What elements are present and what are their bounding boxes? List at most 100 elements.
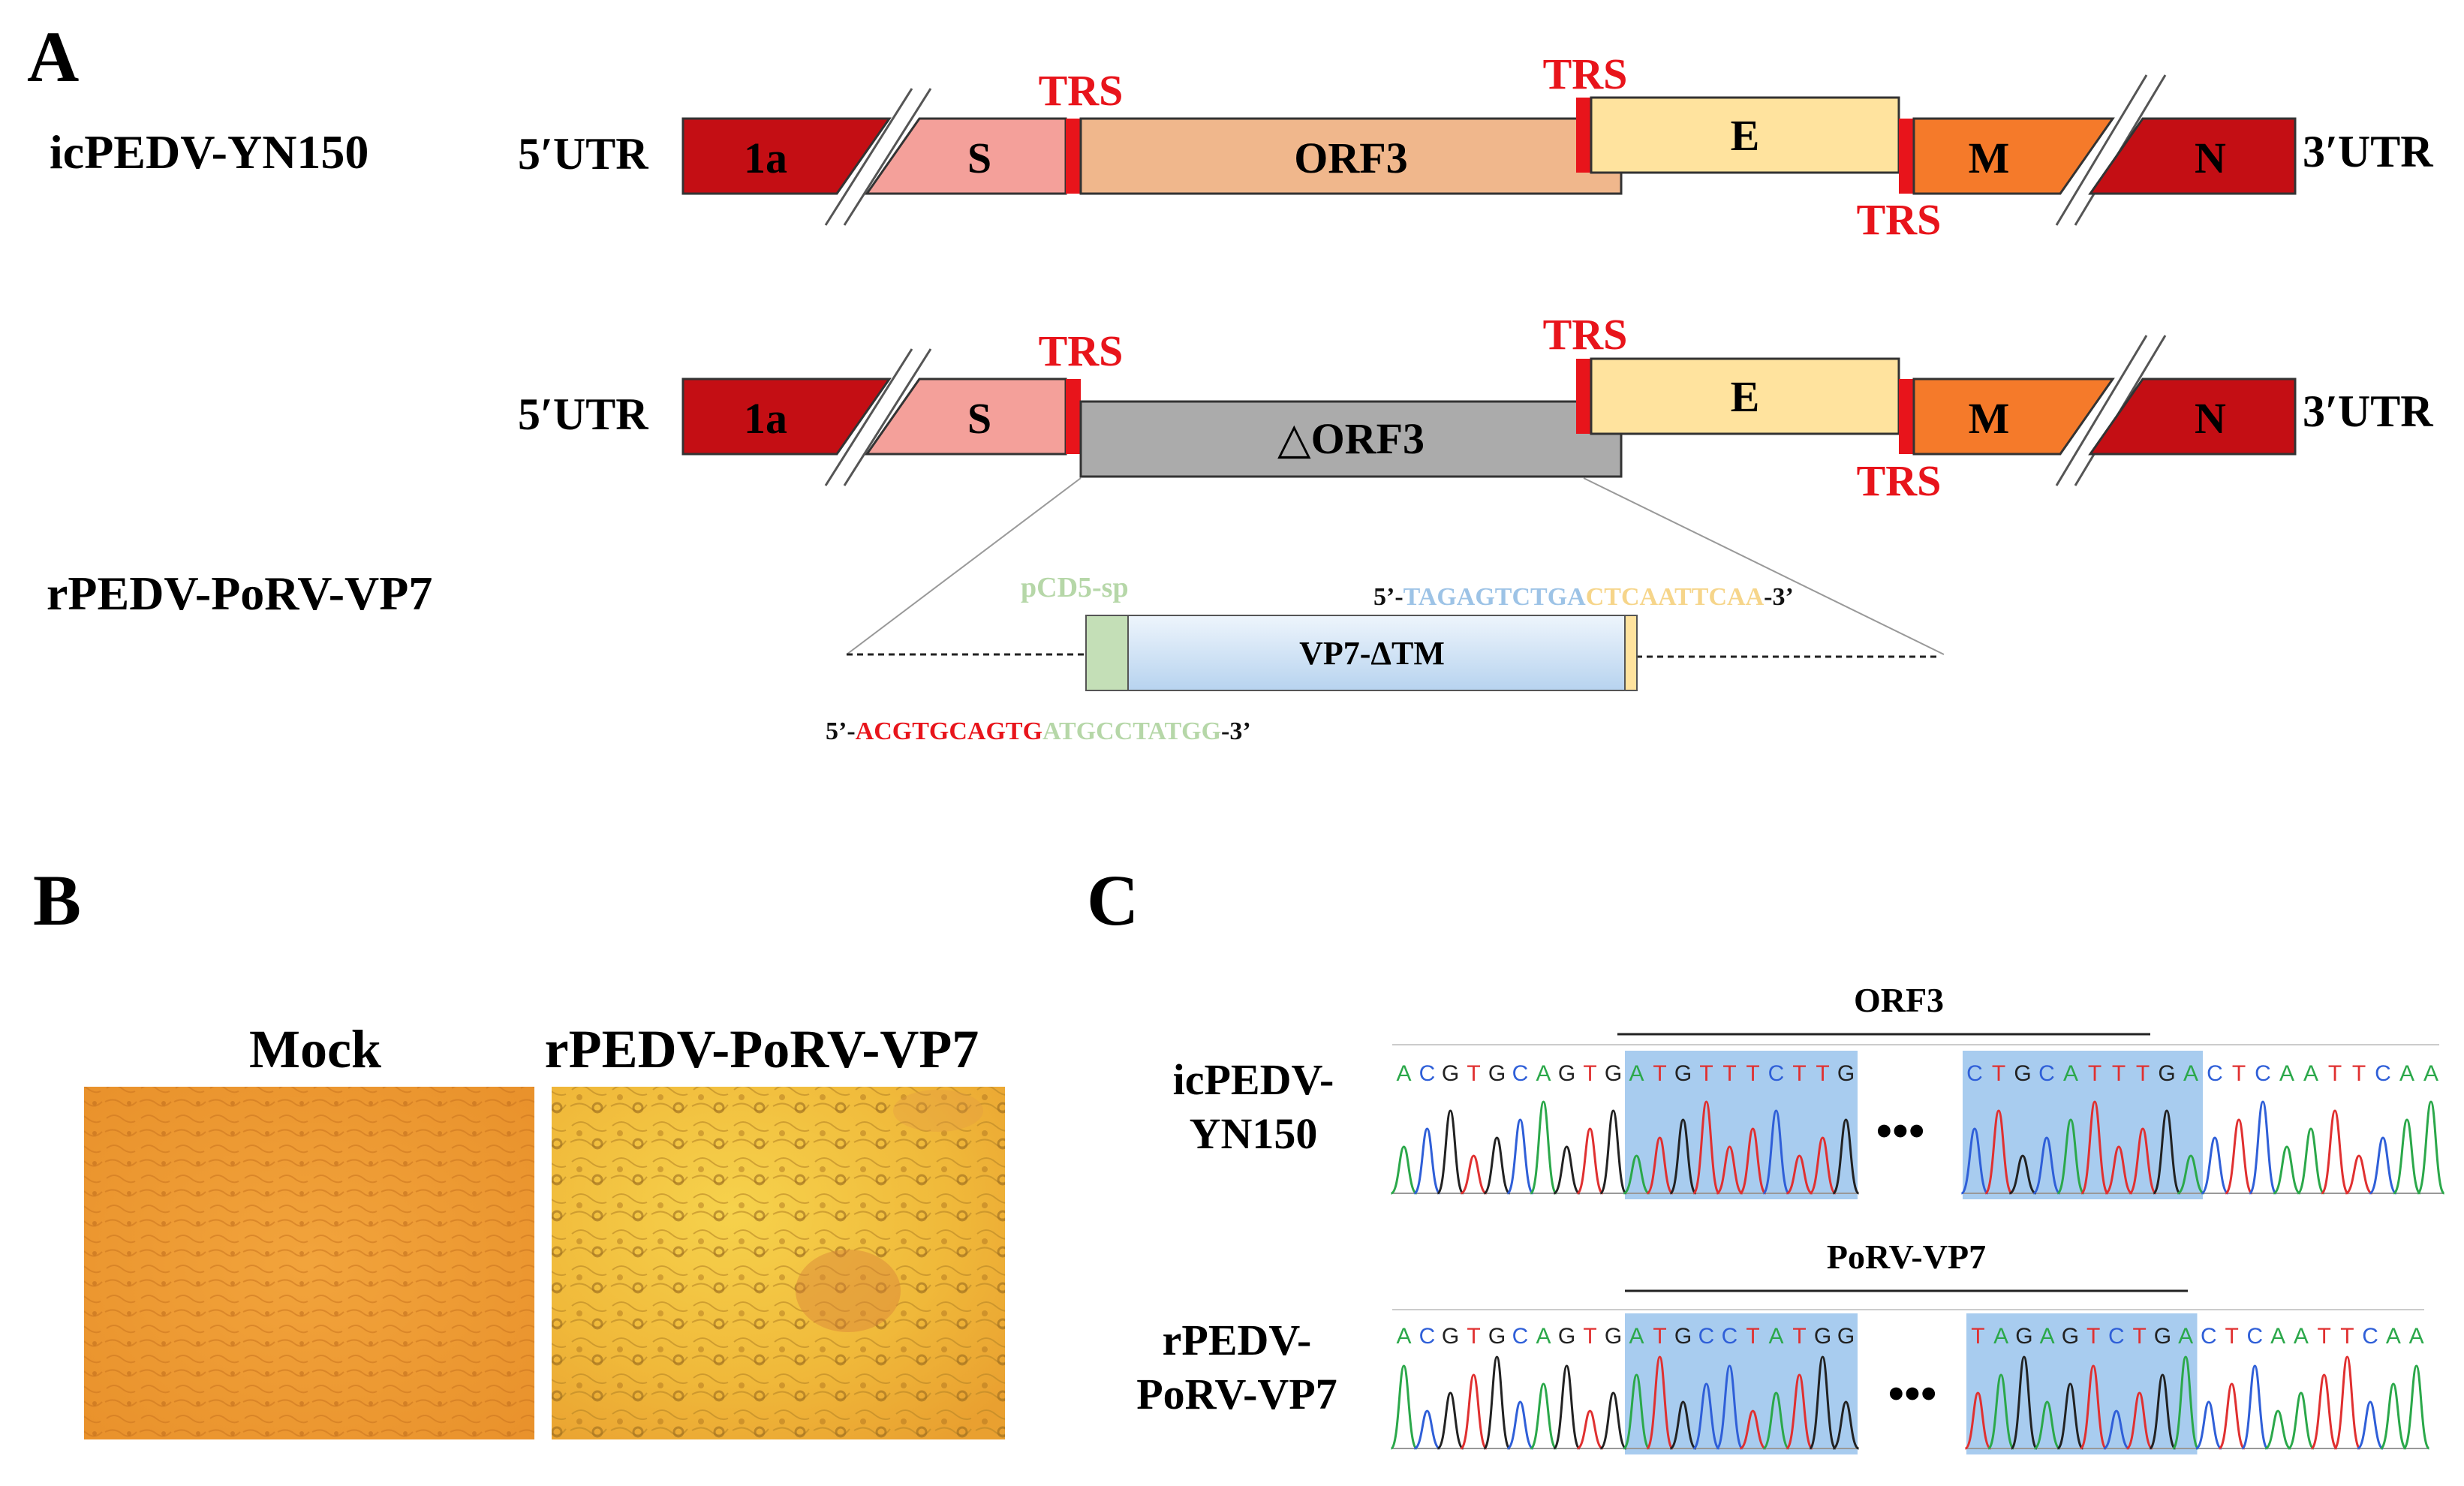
base-letter: A [2063, 1061, 2078, 1086]
base-letter: T [2328, 1061, 2342, 1086]
base-letter: T [2086, 1324, 2100, 1349]
trace-peak [1413, 1409, 1441, 1450]
trace-peak [1553, 1145, 1581, 1195]
trace-peak [1506, 1400, 1534, 1450]
trace-peak [2032, 1136, 2061, 1195]
base-letter: C [1722, 1324, 1738, 1349]
trace-peak [1389, 1364, 1419, 1450]
row3-construct-name: rPEDV-PoRV-VP7 [47, 567, 432, 620]
trace-peak [2369, 1136, 2397, 1195]
gene-1a-label: 1a [744, 394, 787, 443]
trace-peak [1622, 1373, 1651, 1450]
utr5-label: 5′UTR [518, 390, 648, 439]
trace-peak [1716, 1145, 1743, 1195]
trace-peak [1786, 1154, 1813, 1195]
gene-m-box [1912, 378, 2115, 456]
gene-e-label: E [1731, 111, 1760, 160]
trace-peak [2033, 1400, 2061, 1450]
base-letter: C [1966, 1061, 1983, 1086]
base-letter: A [2279, 1061, 2294, 1086]
trace-peak [2248, 1100, 2278, 1195]
base-letter: G [1814, 1324, 1831, 1349]
base-letter: T [1467, 1061, 1480, 1086]
gene-orf3-box [1079, 117, 1623, 195]
trace-peak [2008, 1154, 2037, 1195]
trs-label: TRS [1543, 50, 1628, 98]
gene-1a-box [681, 378, 892, 456]
base-letter: G [1837, 1324, 1855, 1349]
trace-peak [2224, 1118, 2254, 1195]
primer-top: 5’-TAGAGTCTGACTCAATTCAA-3’ [1373, 583, 1794, 611]
break-mark [843, 348, 932, 486]
virus-title: rPEDV-PoRV-VP7 [545, 1019, 979, 1079]
trace-peak [1623, 1154, 1650, 1195]
base-letter: G [1488, 1324, 1506, 1349]
base-letter: A [2303, 1061, 2318, 1086]
base-letter: A [1396, 1061, 1411, 1086]
base-letter: A [2399, 1061, 2414, 1086]
trace-peak [2264, 1409, 2291, 1450]
trace-peak [1738, 1127, 1768, 1195]
break-mark [843, 88, 932, 226]
base-letter: C [2255, 1061, 2271, 1086]
gene-n-label: N [2195, 134, 2226, 182]
trace-peak [2056, 1118, 2086, 1195]
trace1-label-line1: icPEDV- [1173, 1055, 1334, 1104]
trace-peak [2056, 1382, 2084, 1450]
base-letter: T [1653, 1061, 1666, 1086]
base-letter: A [2423, 1061, 2438, 1086]
trace-peak [1459, 1373, 1488, 1450]
trace-peak [2320, 1109, 2350, 1195]
trace-peak [1960, 1127, 1990, 1195]
trace-peak [2296, 1127, 2326, 1195]
trs-label: TRS [1857, 456, 1942, 505]
base-letter: T [2352, 1061, 2366, 1086]
base-letter: G [2015, 1324, 2032, 1349]
trace2-label-line1: rPEDV- [1163, 1316, 1312, 1364]
base-letter: A [1768, 1324, 1783, 1349]
trace-peak [1809, 1136, 1837, 1195]
trace-peak [2128, 1127, 2158, 1195]
base-letter: C [1512, 1061, 1529, 1086]
gene-s-label: S [967, 394, 991, 443]
trace-peak [1460, 1154, 1488, 1195]
panel-a-label: A [27, 17, 79, 97]
break-mark [824, 88, 913, 226]
trace-peak [1984, 1109, 2014, 1195]
trace-peak [2079, 1364, 2107, 1450]
trace-peak [2201, 1136, 2229, 1195]
base-letter: G [1674, 1061, 1692, 1086]
trace-peak [1436, 1109, 1465, 1195]
trace-peak [2080, 1100, 2110, 1195]
base-letter: C [1768, 1061, 1785, 1086]
base-letter: T [2088, 1061, 2101, 1086]
highlight-region [1625, 1051, 1858, 1199]
trace-peak [2171, 1355, 2200, 1450]
trace-peak [1552, 1364, 1581, 1450]
trace-peak [1437, 1391, 1464, 1450]
trace-peak [2103, 1409, 2130, 1450]
panel-c-label: C [1087, 860, 1139, 940]
trace2-ellipsis: ••• [1888, 1369, 1936, 1420]
base-letter: A [1629, 1324, 1644, 1349]
base-letter: C [2207, 1061, 2223, 1086]
base-letter: G [2158, 1061, 2175, 1086]
trace-peak [1506, 1118, 1535, 1195]
trace-peak [2288, 1391, 2315, 1450]
base-letter: A [2294, 1324, 2309, 1349]
base-letter: C [2247, 1324, 2264, 1349]
trace-peak [2152, 1109, 2182, 1195]
trace2-label-line2: PoRV-VP7 [1136, 1370, 1337, 1418]
break-mark [2055, 335, 2148, 486]
gene-m-label: M [1969, 134, 2010, 182]
base-letter: T [1746, 1324, 1759, 1349]
utr5-label: 5′UTR [518, 129, 648, 179]
base-letter: G [1605, 1061, 1622, 1086]
trace-peak [2218, 1382, 2246, 1450]
trace-peak [1576, 1409, 1604, 1450]
trace-peak [1831, 1118, 1861, 1195]
base-letter: C [1512, 1324, 1529, 1349]
base-letter: T [2112, 1061, 2126, 1086]
